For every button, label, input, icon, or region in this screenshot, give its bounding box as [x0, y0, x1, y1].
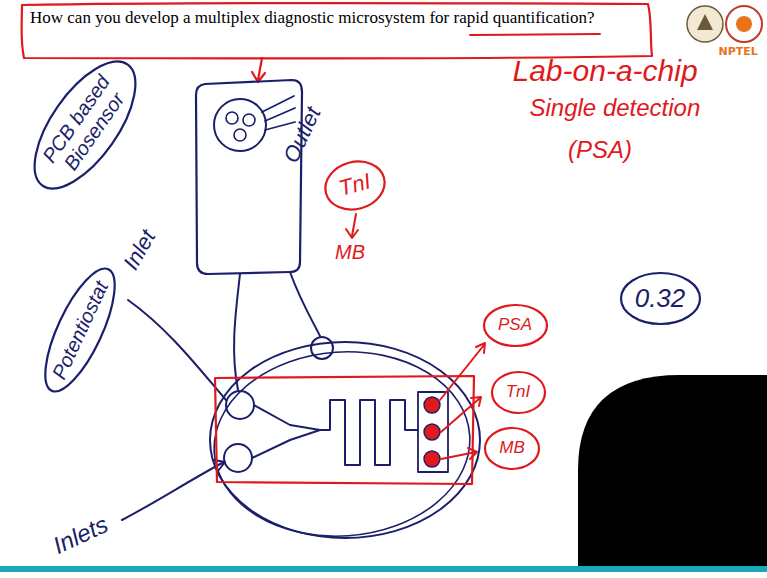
logo-text: NPTEL [719, 46, 758, 58]
port-label: Inlets [49, 511, 112, 559]
tube [290, 272, 320, 336]
inlet-port [226, 391, 254, 419]
analyte-circle: MB [483, 426, 541, 471]
node-text: 0.32 [635, 284, 686, 313]
leader-arrow [441, 397, 481, 432]
chip-box [215, 376, 474, 484]
detection-zone [418, 392, 448, 472]
value-circle: 0.32 [619, 271, 702, 326]
chip-outline [208, 343, 476, 544]
electrode-array [214, 99, 266, 151]
channel [252, 405, 320, 458]
node-text: TnI [337, 169, 374, 201]
ellipse-outline [485, 428, 539, 469]
electrode [234, 129, 246, 141]
ellipse-outline [32, 260, 129, 400]
working-electrode [424, 397, 440, 413]
wire [128, 300, 226, 400]
node-text: PCB based Biosensor [33, 63, 138, 187]
biosensor-ellipse: PCB based Biosensor [13, 43, 158, 208]
slide-title: How can you develop a multiplex diagnost… [30, 9, 595, 28]
inlet-port [224, 444, 252, 472]
potentiostat-ellipse: Potentiostat [29, 257, 131, 402]
electrode [243, 114, 255, 126]
analyte-circle: TnI [317, 152, 392, 218]
logo [687, 6, 723, 42]
chip-outline [210, 342, 480, 538]
pointer-arrow [252, 58, 265, 82]
title-box [22, 3, 653, 59]
analyte-circle: PSA [482, 303, 549, 348]
leader-arrow [346, 214, 358, 238]
heading-note: Lab-on-a-chip [513, 54, 698, 87]
ellipse-outline [320, 155, 390, 216]
ellipse-outline [621, 273, 700, 324]
node-text: Potentiostat [48, 277, 113, 382]
tube [234, 274, 240, 390]
contact-lines [262, 96, 295, 130]
video-overlay [578, 375, 767, 566]
sensor-chip [196, 80, 302, 274]
electrode [226, 112, 238, 124]
ellipse-outline [492, 372, 545, 413]
analyte-label: MB [335, 241, 365, 263]
logo-mark [697, 14, 713, 30]
node-text: MB [499, 439, 525, 458]
serpentine-mixer [320, 400, 418, 465]
note: Single detection [530, 95, 701, 121]
ellipse-outline [484, 305, 547, 346]
node-text: TnI [506, 383, 531, 402]
outlet-port [311, 337, 333, 359]
note: (PSA) [568, 137, 632, 163]
leader-arrow [440, 343, 485, 400]
logo [726, 6, 762, 42]
underline [470, 34, 600, 35]
leader-arrow [441, 448, 477, 459]
ellipse-outline [16, 45, 155, 204]
logo-mark [736, 16, 752, 32]
inlet-arrow [122, 460, 225, 520]
working-electrode [424, 424, 440, 440]
footer-bar [0, 566, 767, 572]
working-electrode [424, 451, 440, 467]
port-label: Inlet [119, 226, 161, 274]
node-text: PSA [498, 316, 532, 335]
analyte-circle: TnI [490, 370, 547, 415]
